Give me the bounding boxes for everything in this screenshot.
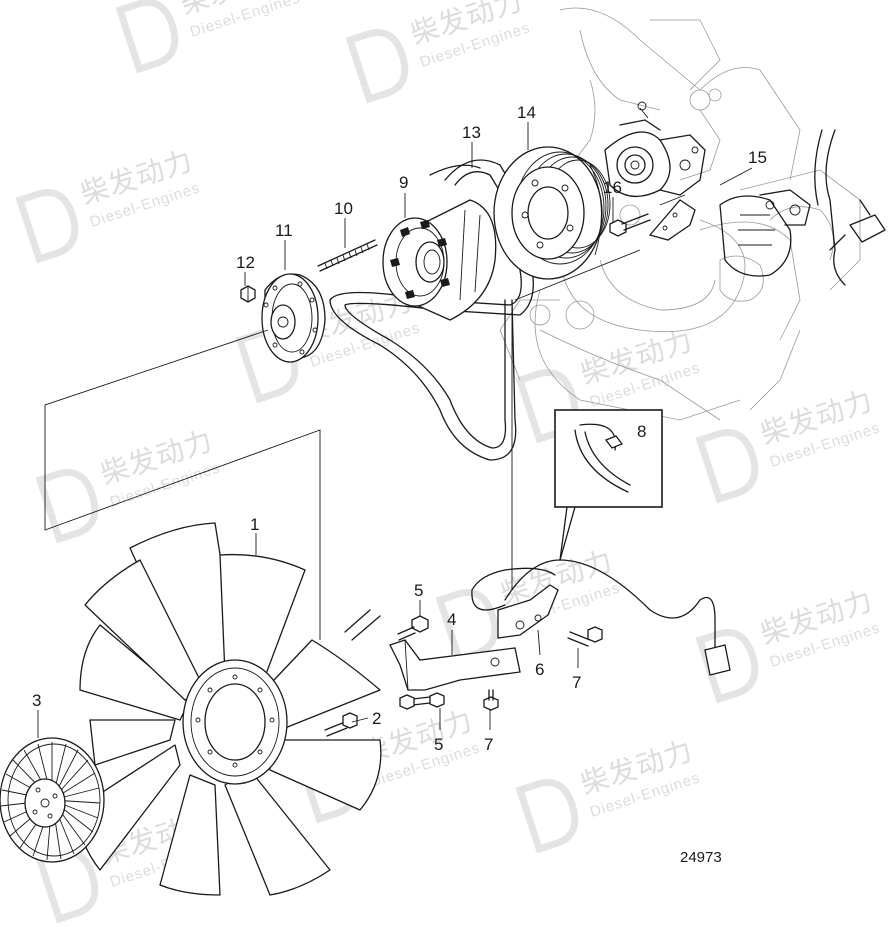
watermark-logo-icon	[515, 779, 579, 854]
speed-sensor-assembly	[471, 559, 731, 676]
watermark-logo-icon	[15, 189, 79, 264]
engine-front-details	[604, 101, 886, 286]
callout-5-upper: 5	[414, 581, 423, 600]
sensor-bracket-lower	[344, 609, 521, 691]
assembly-guide-lines	[44, 249, 641, 640]
callout-8: 8	[637, 422, 646, 441]
callout-7-lower: 7	[484, 735, 493, 754]
watermark-tile: 柴发动力 Diesel-Engines	[345, 0, 532, 104]
callout-9: 9	[399, 173, 408, 192]
bracket-bolt-vertical	[483, 689, 499, 711]
callout-1: 1	[250, 515, 259, 534]
callout-labels: 1 2 3 4 5 5 6 7 7 8 9 10 11 12 13 14 15 …	[32, 103, 767, 754]
callout-2: 2	[372, 709, 381, 728]
callout-14: 14	[517, 103, 536, 122]
callout-3: 3	[32, 691, 41, 710]
engine-block-outline	[499, 7, 861, 421]
cable-tie-detail	[554, 409, 663, 561]
flange-bolt	[240, 285, 256, 303]
watermark-logo-icon	[115, 0, 179, 74]
spacer-hub	[382, 199, 497, 321]
callout-10: 10	[334, 199, 353, 218]
callout-13: 13	[462, 123, 481, 142]
callout-5-lower: 5	[434, 735, 443, 754]
callout-leaders	[37, 122, 753, 738]
callout-12: 12	[236, 253, 255, 272]
callout-16: 16	[603, 178, 622, 197]
sensor-bracket-upper	[648, 194, 696, 241]
cooling-fan	[74, 522, 382, 896]
watermark-tile: 柴发动力 Diesel-Engines	[115, 0, 302, 74]
watermark-tile: 柴发动力 Diesel-Engines	[15, 145, 202, 264]
bracket-bolt-upper	[397, 615, 429, 641]
watermark-logo-icon	[35, 469, 99, 544]
watermark-logo-icon	[695, 629, 759, 704]
callout-11: 11	[275, 221, 293, 240]
watermark-logo-icon	[345, 29, 409, 104]
callout-7-right: 7	[572, 673, 581, 692]
drawing-number: 24973	[680, 849, 722, 866]
crankshaft-pulley	[493, 146, 611, 280]
watermark-tile: 柴发动力 Diesel-Engines	[695, 585, 882, 704]
watermark-logo-icon	[435, 589, 499, 664]
fan-hub-flange	[261, 273, 326, 363]
threaded-stud	[317, 239, 378, 272]
callout-15: 15	[748, 148, 767, 167]
fan-bolt	[324, 712, 358, 737]
callout-4: 4	[447, 610, 456, 629]
watermark-tile: 柴发动力 Diesel-Engines	[695, 385, 882, 504]
watermark-logo-icon	[695, 429, 759, 504]
pulley-bolt	[609, 213, 651, 237]
viscous-fan-clutch	[0, 737, 105, 863]
bracket-bolt-lower	[399, 692, 445, 710]
callout-6: 6	[535, 660, 544, 679]
watermark-tile: 柴发动力 Diesel-Engines	[515, 735, 702, 854]
